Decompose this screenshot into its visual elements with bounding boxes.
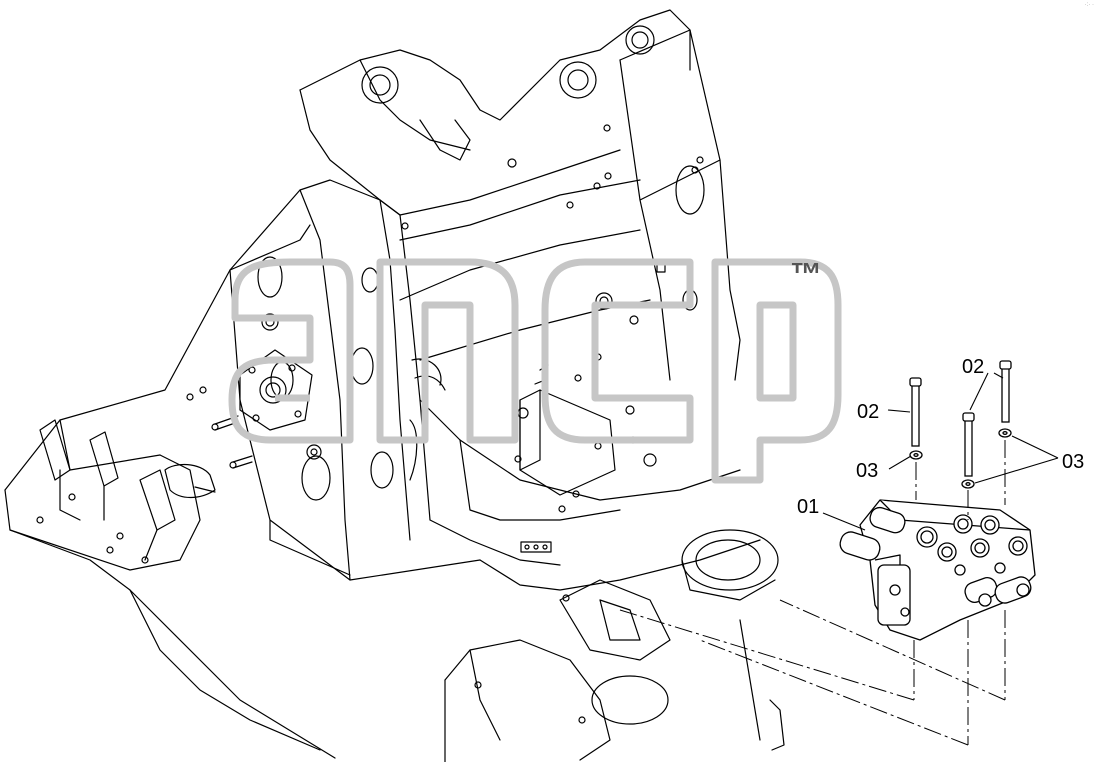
trademark-symbol: ™ xyxy=(790,256,822,292)
callout-03-left: 03 xyxy=(856,460,878,482)
callout-03-right: 03 xyxy=(1062,451,1084,473)
leader-lines xyxy=(822,372,1059,531)
watermark-logo xyxy=(228,258,842,484)
bolt-02-right xyxy=(999,360,1012,423)
bolt-02-left xyxy=(909,377,922,447)
washer-03-middle xyxy=(961,479,975,489)
control-valve-01 xyxy=(839,499,1036,641)
callout-02-left: 02 xyxy=(857,401,879,423)
callout-02-right: 02 xyxy=(962,356,984,378)
loader-front-frame xyxy=(4,9,785,762)
bolt-02-middle xyxy=(962,412,975,477)
washer-03-left xyxy=(909,450,923,460)
washer-03-right xyxy=(998,428,1012,438)
corner-note: ·:· · xyxy=(1084,2,1094,8)
assembly-centerlines xyxy=(619,440,1006,746)
callout-01: 01 xyxy=(797,496,819,518)
